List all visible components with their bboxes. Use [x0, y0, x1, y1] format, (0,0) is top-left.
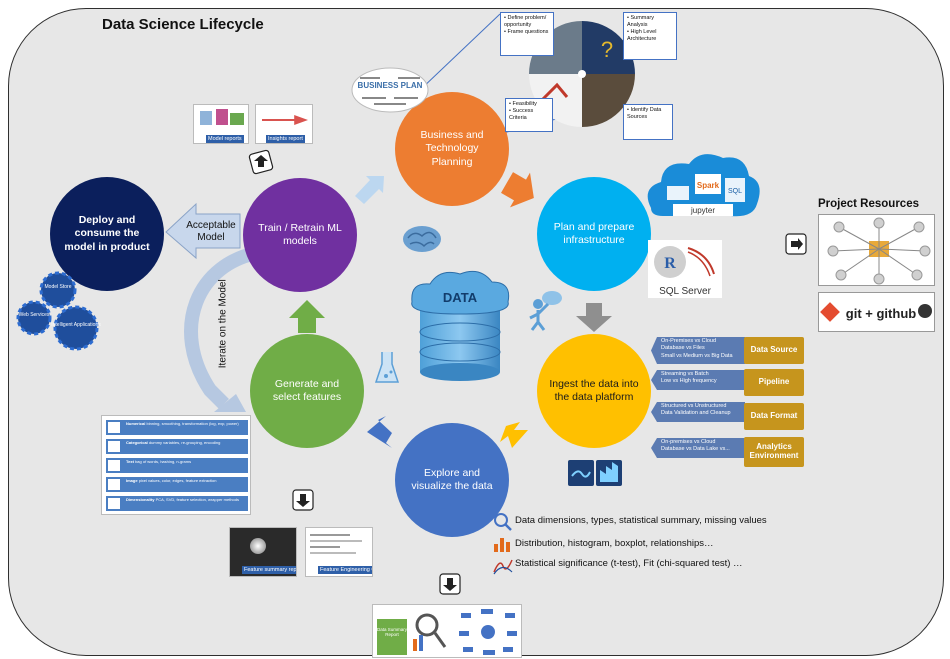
arrow-iterate-head — [214, 394, 246, 412]
stage-train: Train / Retrain ML models — [243, 178, 357, 292]
arrow-features-to-train — [289, 300, 325, 333]
data-summary-report-label: Data Summary Report — [377, 619, 407, 655]
stage-deploy: Deploy and consume the model in product — [50, 177, 164, 291]
data-summary-report-thumbnail: Data Summary Report — [372, 604, 522, 658]
diagram-title: Data Science Lifecycle — [102, 16, 264, 33]
brain-icon — [403, 226, 441, 252]
ingest-pipeline-icons — [568, 460, 622, 486]
data-source-list: On-Premises vs Cloud Database vs Files S… — [651, 337, 745, 364]
stage-infra: Plan and prepare infrastructure — [537, 177, 651, 291]
plan-callout-top-right: Summary Analysis High Level Architecture — [623, 12, 677, 60]
svg-text:BUSINESS PLAN: BUSINESS PLAN — [358, 81, 423, 90]
svg-text:Web Services: Web Services — [19, 312, 50, 318]
arrow-train-to-plan — [355, 176, 384, 204]
model-reports-label: Model reports — [206, 135, 244, 143]
insights-report-thumbnail: Insights report — [255, 104, 313, 144]
person-icon — [529, 291, 562, 331]
pipeline-box: Pipeline — [744, 369, 804, 396]
svg-text:SQL Server: SQL Server — [659, 286, 712, 297]
explore-item-3: Statistical significance (t-test), Fit (… — [515, 558, 743, 569]
deploy-gears-icon: Model Store Web Services Intelligent App… — [16, 271, 101, 351]
svg-text:jupyter: jupyter — [690, 206, 715, 215]
arrow-plan-to-infra — [501, 172, 534, 208]
insights-report-label: Insights report — [266, 135, 305, 143]
flask-icon — [374, 352, 400, 383]
data-cylinder-icon: DATA — [411, 270, 510, 381]
model-reports-thumbnail: Model reports — [193, 104, 249, 144]
explore-item-1: Data dimensions, types, statistical summ… — [515, 515, 767, 526]
feature-types-table: Numerical binning, smoothing, transforma… — [101, 415, 251, 515]
arrow-explore-to-features — [367, 416, 392, 448]
stage-features: Generate and select features — [250, 334, 364, 448]
data-label: DATA — [443, 290, 478, 305]
stage-ingest: Ingest the data into the data platform — [537, 334, 651, 448]
stage-plan: Business and Technology Planning — [395, 92, 509, 206]
feature-engineering-code-label: Feature Engineering Code — [318, 566, 372, 574]
feature-summary-report-label: Feature summary report — [242, 566, 296, 574]
planning-images-circle: ? — [529, 21, 635, 127]
svg-text:git + github: git + github — [846, 306, 916, 321]
feature-summary-report-thumbnail: Feature summary report — [229, 527, 297, 577]
stage-explore: Explore and visualize the data — [395, 423, 509, 537]
svg-text:Intelligent Applications: Intelligent Applications — [51, 322, 101, 328]
sql-server-image: R SQL Server — [648, 240, 722, 298]
project-resources-title: Project Resources — [818, 198, 919, 210]
business-plan-cloud: BUSINESS PLAN — [351, 67, 429, 113]
arrow-iterate — [184, 245, 264, 409]
data-source-box: Data Source — [744, 337, 804, 364]
svg-text:Model Store: Model Store — [45, 284, 72, 290]
svg-text:R: R — [664, 255, 676, 272]
git-github-image: git + github — [818, 292, 935, 332]
feature-engineering-code-thumbnail: Feature Engineering Code — [305, 527, 373, 577]
project-resources-network-image — [818, 214, 935, 286]
svg-text:SQL: SQL — [728, 188, 742, 195]
magnifier-icon — [494, 513, 512, 531]
data-format-list: Structured vs Unstructured Data Validati… — [651, 402, 745, 422]
arrow-ingest-to-explore — [500, 422, 528, 448]
acceptable-model-label: Acceptable Model — [186, 220, 236, 243]
distribution-curve-icon — [493, 559, 513, 575]
svg-text:?: ? — [601, 37, 613, 62]
arrow-acceptable-model — [165, 202, 241, 260]
explore-item-2: Distribution, histogram, boxplot, relati… — [515, 538, 714, 549]
arrow-infra-to-ingest — [576, 303, 612, 332]
iterate-label: Iterate on the Model — [217, 279, 229, 369]
svg-text:Spark: Spark — [697, 181, 720, 190]
cloud-tools-image: Spark SQL jupyter — [641, 148, 765, 228]
analytics-environment-list: On-premises vs Cloud Database vs Data La… — [651, 438, 745, 458]
plan-callout-bottom-left: Feasibility Success Criteria — [505, 98, 553, 132]
pipeline-list: Streaming vs Batch Low vs High frequency — [651, 370, 745, 390]
plan-callout-bottom-right: Identify Data Sources — [623, 104, 673, 140]
data-format-box: Data Format — [744, 403, 804, 430]
plan-callout-top-left: Define problem/ opportunity Frame questi… — [500, 12, 554, 56]
analytics-environment-box: Analytics Environment — [744, 437, 804, 467]
bar-chart-icon — [494, 538, 510, 552]
